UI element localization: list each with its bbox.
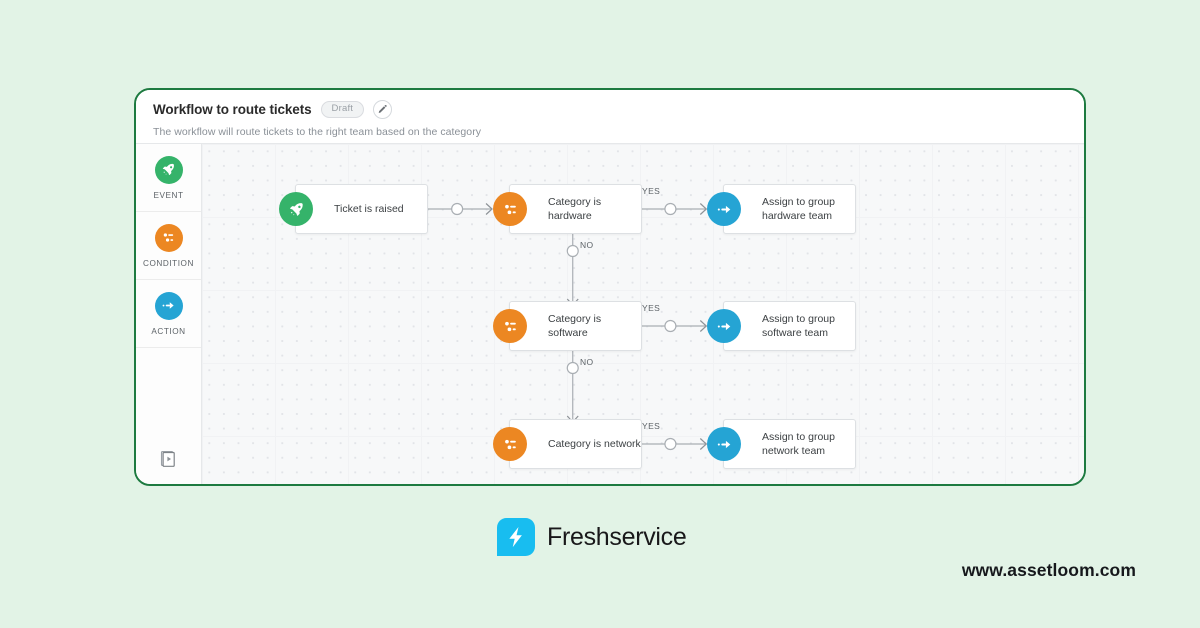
rocket-icon — [154, 155, 183, 184]
edit-title-button[interactable] — [373, 100, 393, 119]
node-label: Ticket is raised — [334, 202, 404, 215]
palette-item-event[interactable]: EVENT — [136, 144, 201, 212]
node-assign-hardware-team[interactable]: Assign to group hardware team — [707, 184, 856, 234]
node-label: Assign to group software team — [762, 312, 835, 339]
brand-lockup: Freshservice — [497, 518, 687, 556]
palette-item-condition-label: CONDITION — [143, 258, 194, 268]
arrow-right-icon — [707, 309, 741, 343]
workflow-title-row: Workflow to route tickets Draft — [153, 100, 1084, 119]
pencil-icon — [378, 105, 387, 113]
node-category-is-hardware[interactable]: Category is hardware — [493, 184, 642, 234]
arrow-right-icon — [707, 192, 741, 226]
node-label: Category is network — [548, 437, 641, 450]
workflow-header: Workflow to route tickets Draft The work… — [136, 90, 1084, 143]
status-badge: Draft — [320, 101, 365, 118]
arrow-right-icon — [707, 427, 741, 461]
arrow-right-icon — [154, 291, 183, 320]
sliders-icon — [493, 192, 527, 226]
node-label: Category is hardware — [548, 195, 602, 222]
node-ticket-is-raised[interactable]: Ticket is raised — [279, 184, 428, 234]
freshservice-bolt-icon — [497, 518, 535, 556]
node-label: Assign to group network team — [762, 430, 835, 457]
node-label: Category is software — [548, 312, 602, 339]
sliders-icon — [493, 309, 527, 343]
edge-label-yes-software: YES — [642, 303, 661, 313]
workflow-body: EVENT CONDITION — [136, 143, 1084, 484]
workflow-canvas[interactable]: YES NO YES NO YES Ticket is raised — [202, 144, 1084, 484]
edge-label-yes-hardware: YES — [642, 186, 661, 196]
palette-item-action-label: ACTION — [151, 326, 186, 336]
node-category-is-software[interactable]: Category is software — [493, 301, 642, 351]
sliders-icon — [493, 427, 527, 461]
palette-item-action[interactable]: ACTION — [136, 280, 201, 348]
rocket-icon — [279, 192, 313, 226]
sliders-icon — [154, 223, 183, 252]
site-url: www.assetloom.com — [961, 560, 1136, 580]
workflow-description: The workflow will route tickets to the r… — [153, 126, 482, 138]
workflow-window: Workflow to route tickets Draft The work… — [134, 88, 1086, 486]
node-assign-network-team[interactable]: Assign to group network team — [707, 419, 856, 469]
node-label: Assign to group hardware team — [762, 195, 835, 222]
edge-label-yes-network: YES — [642, 421, 661, 431]
palette-sidebar: EVENT CONDITION — [136, 144, 202, 484]
edge-label-no-software: NO — [580, 357, 594, 367]
palette-item-condition[interactable]: CONDITION — [136, 212, 201, 280]
guide-book-icon — [160, 450, 175, 467]
node-category-is-network[interactable]: Category is network — [493, 419, 642, 469]
brand-name: Freshservice — [547, 522, 687, 551]
edge-label-no-hardware: NO — [580, 240, 594, 250]
page-title: Workflow to route tickets — [153, 102, 312, 117]
palette-item-event-label: EVENT — [153, 190, 184, 200]
guide-book-button[interactable] — [136, 428, 201, 484]
palette-spacer — [136, 348, 201, 428]
node-assign-software-team[interactable]: Assign to group software team — [707, 301, 856, 351]
